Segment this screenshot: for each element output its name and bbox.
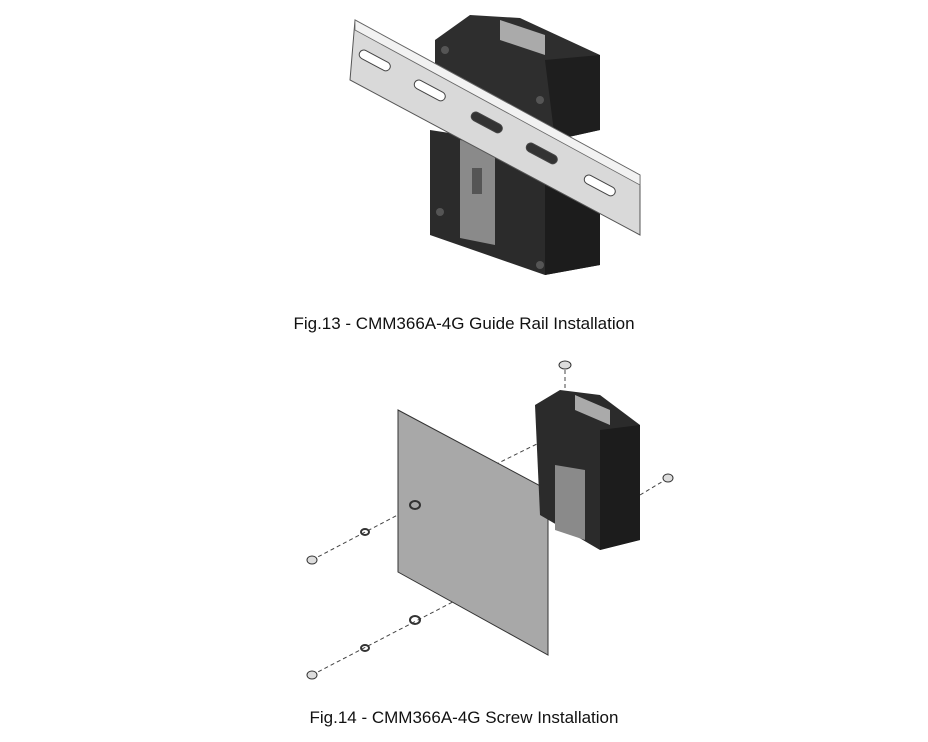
mounting-plate <box>397 409 549 656</box>
figure-14-caption: Fig.14 - CMM366A-4G Screw Installation <box>309 708 619 727</box>
washers <box>360 500 421 652</box>
din-rail <box>349 19 641 236</box>
figure-13-caption: Fig.13 - CMM366A-4G Guide Rail Installat… <box>293 314 635 333</box>
screw-installation-illustration <box>306 360 674 680</box>
screws <box>306 360 674 680</box>
guide-rail-installation-illustration <box>349 15 641 275</box>
module-body <box>535 390 640 550</box>
